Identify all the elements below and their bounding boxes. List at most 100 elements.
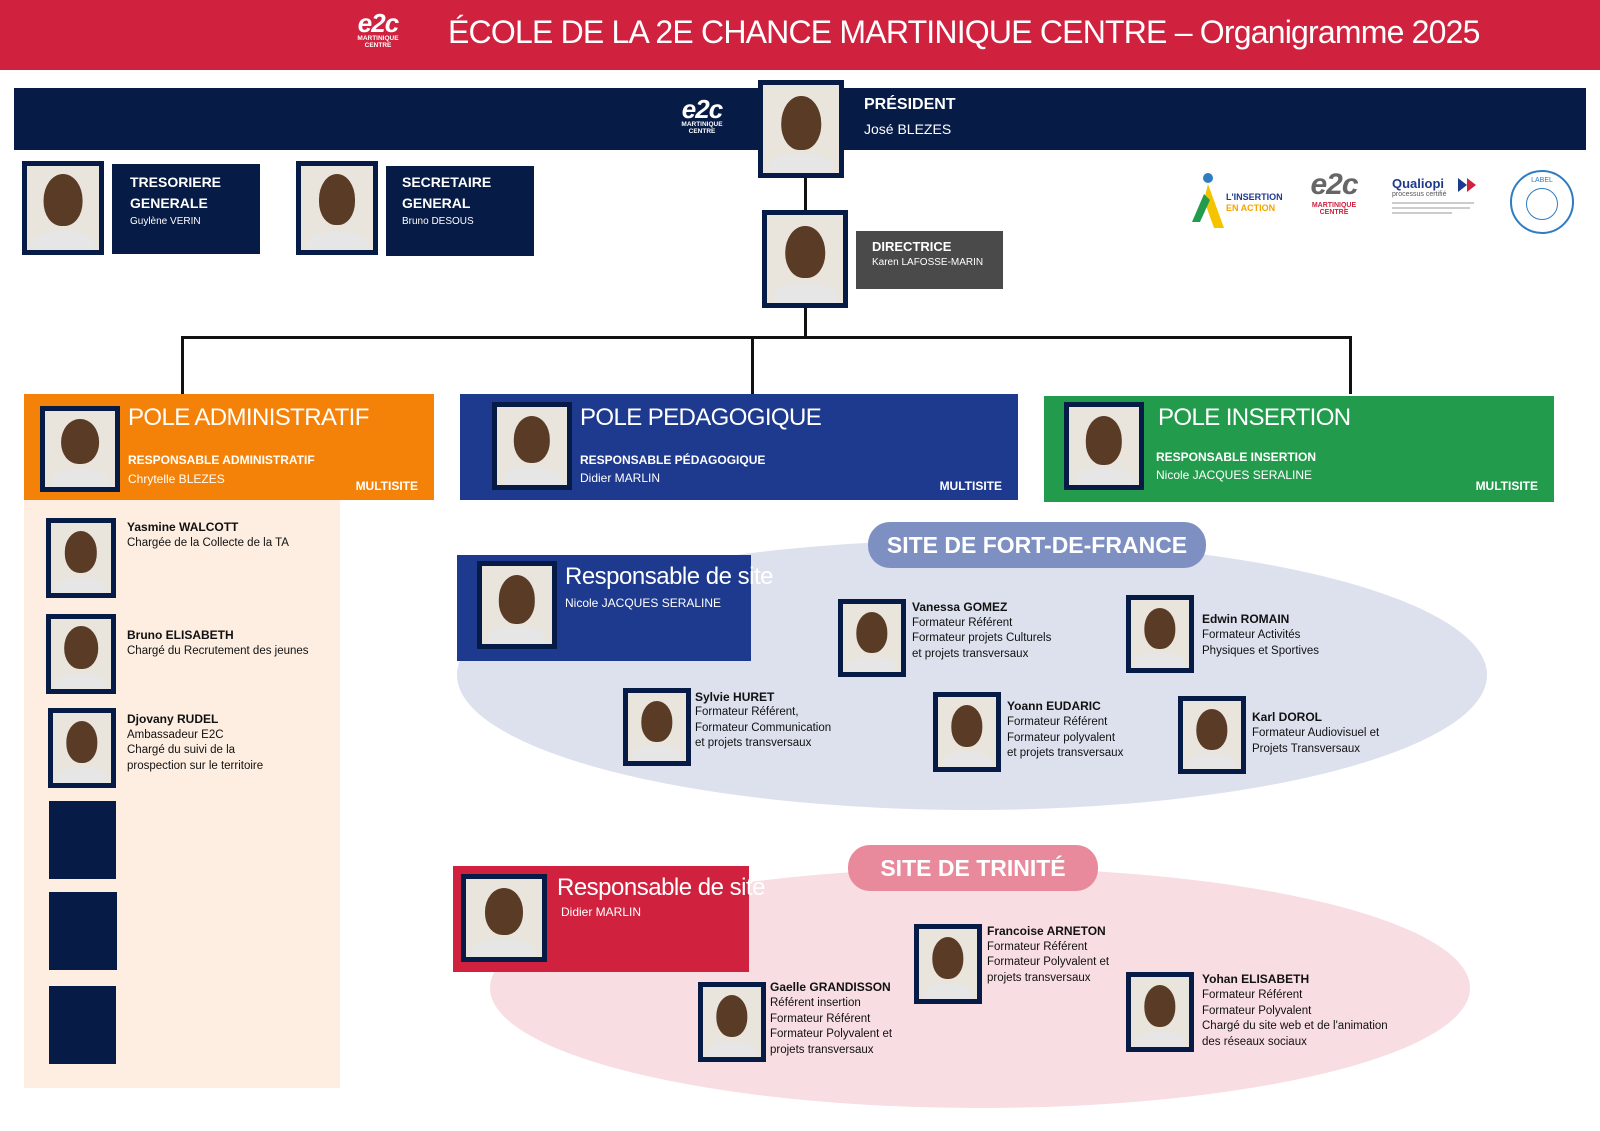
trinite-member-line: Formateur Référent — [770, 1013, 871, 1025]
fdf-member-line: Formateur Activités — [1202, 629, 1301, 641]
pole-insertion-title: POLE INSERTION — [1158, 404, 1351, 431]
trinite-member-name: Yohan ELISABETH — [1202, 972, 1310, 986]
pole-insertion-name: Nicole JACQUES SERALINE — [1156, 468, 1313, 482]
fdf-member-photo — [838, 599, 906, 677]
connector-horizontal — [181, 336, 1352, 339]
e2c-logo-president-bar: e2c MARTINIQUE CENTRE — [676, 96, 728, 135]
site-fdf-resp-title: Responsable de site — [565, 563, 773, 590]
secretary-box: SECRETAIRE GENERAL Bruno DESOUS — [386, 166, 534, 256]
insertion-line2: EN ACTION — [1226, 203, 1276, 213]
treasurer-role-line2: GENERALE — [130, 195, 208, 211]
fdf-member-name: Edwin ROMAIN — [1202, 612, 1290, 626]
fdf-member-line: Formateur polyvalent — [1007, 732, 1116, 744]
fdf-member-name: Sylvie HURET — [695, 690, 775, 704]
qualiopi-arrows-icon — [1458, 178, 1476, 192]
qualiopi-logo: Qualiopi processus certifié — [1392, 176, 1492, 226]
trinite-member-name: Francoise ARNETON — [987, 924, 1106, 938]
secretary-role-line2: GENERAL — [402, 195, 471, 211]
logo-sub: MARTINIQUE CENTRE — [681, 121, 723, 135]
empty-photo-slot — [49, 986, 116, 1064]
pole-insertion-multisite: MULTISITE — [1475, 479, 1538, 493]
site-fdf-resp-photo — [477, 561, 557, 649]
insertion-en-action-logo: L'INSERTION EN ACTION — [1190, 170, 1284, 230]
fdf-member-photo — [1126, 595, 1194, 673]
pole-peda-name: Didier MARLIN — [580, 471, 661, 485]
admin-member-name: Yasmine WALCOTT — [127, 520, 239, 534]
pole-admin-title: POLE ADMINISTRATIF — [128, 404, 369, 431]
fdf-member-name: Yoann EUDARIC — [1007, 699, 1101, 713]
trinite-member-line: Formateur Référent — [987, 941, 1088, 953]
e2c-logo-header: e2c MARTINIQUE CENTRE — [352, 10, 404, 49]
logo-sub: MARTINIQUE CENTRE — [357, 35, 399, 49]
fdf-member-line: Formateur Référent — [1007, 716, 1108, 728]
site-trinite-label: SITE DE TRINITÉ — [848, 845, 1098, 891]
trinite-member-line: Chargé du site web et de l'animation — [1202, 1020, 1388, 1032]
fdf-member-line: Formateur Audiovisuel et — [1252, 727, 1380, 739]
treasurer-role-line1: TRESORIERE — [130, 174, 222, 190]
logo-mark: e2c — [681, 94, 723, 124]
admin-member-line: Ambassadeur E2C — [127, 729, 224, 741]
empty-photo-slot — [49, 801, 116, 879]
fdf-member-name: Vanessa GOMEZ — [912, 600, 1008, 614]
pole-admin-role: RESPONSABLE ADMINISTRATIF — [128, 453, 315, 467]
pole-peda-multisite: MULTISITE — [939, 479, 1002, 493]
pole-insertion-resp-photo — [1064, 402, 1144, 490]
fdf-member-photo — [1178, 696, 1246, 774]
president-role: PRÉSIDENT — [864, 96, 956, 113]
pole-peda-resp-photo — [492, 402, 572, 490]
fdf-member-line: Formateur Référent — [912, 617, 1013, 629]
fdf-member-photo — [623, 688, 691, 766]
e2c-sub: MARTINIQUE CENTRE — [1311, 202, 1357, 216]
admin-member-photo — [46, 518, 116, 598]
site-trinite-resp-photo — [461, 874, 547, 962]
admin-member-line: Chargé du Recrutement des jeunes — [127, 645, 309, 657]
pole-insertion-box: POLE INSERTION RESPONSABLE INSERTION Nic… — [1044, 396, 1554, 502]
fdf-member-line: Formateur Communication — [695, 722, 832, 734]
fdf-member-line: Formateur projets Culturels — [912, 632, 1052, 644]
connector-admin — [181, 336, 184, 394]
trinite-member-photo — [1126, 972, 1194, 1052]
trinite-member-line: Référent insertion — [770, 997, 861, 1009]
top-banner — [0, 0, 1600, 70]
insertion-line1: L'INSERTION — [1226, 192, 1283, 202]
pole-pedagogique-box: POLE PEDAGOGIQUE RESPONSABLE PÉDAGOGIQUE… — [460, 394, 1018, 500]
qualiopi-title: Qualiopi — [1392, 176, 1444, 191]
fdf-member-line: et projets transversaux — [695, 737, 812, 749]
trinite-member-line: des réseaux sociaux — [1202, 1036, 1307, 1048]
site-trinite-resp-name: Didier MARLIN — [561, 905, 642, 919]
admin-member-line: Chargé du suivi de la — [127, 744, 236, 756]
fdf-member-line: Physiques et Sportives — [1202, 645, 1319, 657]
treasurer-box: TRESORIERE GENERALE Guylène VERIN — [112, 164, 260, 254]
admin-member-name: Bruno ELISABETH — [127, 628, 234, 642]
fdf-member-line: et projets transversaux — [912, 648, 1029, 660]
qualiopi-sub: processus certifié — [1392, 191, 1447, 198]
site-trinite-resp-title: Responsable de site — [557, 874, 765, 901]
connector-peda — [751, 336, 754, 394]
pole-peda-title: POLE PEDAGOGIQUE — [580, 404, 822, 431]
connector-director-down — [804, 308, 807, 338]
treasurer-photo — [22, 161, 104, 255]
pole-admin-multisite: MULTISITE — [355, 479, 418, 493]
trinite-member-line: projets transversaux — [987, 972, 1091, 984]
fdf-member-photo — [933, 692, 1001, 772]
site-trinite-resp-box: Responsable de site Didier MARLIN — [453, 866, 765, 972]
director-name: Karen LAFOSSE-MARIN — [872, 257, 984, 268]
director-photo — [762, 210, 848, 308]
fdf-member-line: Formateur Référent, — [695, 706, 799, 718]
trinite-member-line: Formateur Polyvalent — [1202, 1005, 1312, 1017]
trinite-member-line: Formateur Référent — [1202, 989, 1303, 1001]
connector-insertion — [1349, 336, 1352, 394]
director-role: DIRECTRICE — [872, 239, 952, 254]
secretary-name: Bruno DESOUS — [402, 216, 474, 227]
trinite-member-name: Gaelle GRANDISSON — [770, 980, 891, 994]
admin-member-name: Djovany RUDEL — [127, 712, 219, 726]
secretary-photo — [296, 161, 378, 255]
pole-admin-name: Chrytelle BLEZES — [128, 472, 225, 486]
admin-member-photo — [48, 708, 116, 788]
pole-insertion-role: RESPONSABLE INSERTION — [1156, 450, 1317, 464]
fdf-member-line: et projets transversaux — [1007, 747, 1124, 759]
logo-mark: e2c — [357, 8, 399, 38]
treasurer-name: Guylène VERIN — [130, 216, 201, 227]
pole-peda-role: RESPONSABLE PÉDAGOGIQUE — [580, 453, 766, 467]
admin-member-line: prospection sur le territoire — [127, 760, 264, 772]
